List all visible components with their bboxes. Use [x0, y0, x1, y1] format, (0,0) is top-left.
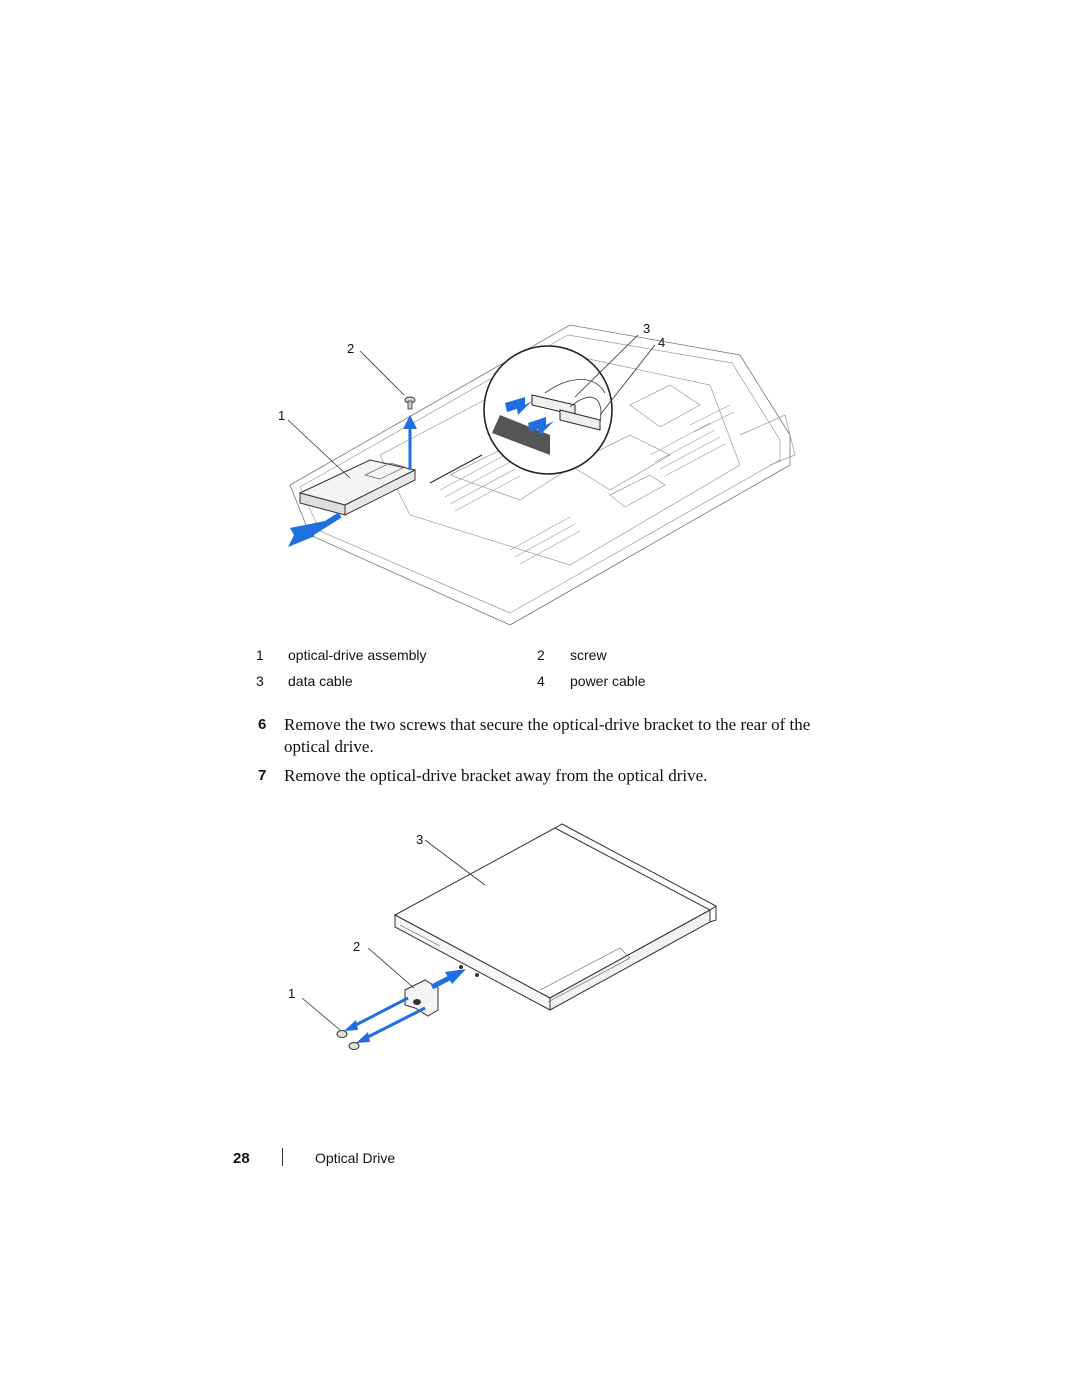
callout-2: 2 [353, 939, 360, 954]
bracket-removal-figure: 3 2 1 [288, 823, 717, 1050]
optical-drive-removal-figure: 2 1 3 4 [278, 321, 796, 626]
arrow-up-icon [403, 415, 417, 470]
step-number: 6 [258, 716, 267, 733]
step-text: Remove the optical-drive bracket away fr… [284, 766, 708, 785]
callout-label: optical-drive assembly [288, 647, 427, 663]
step-text: Remove the two screws that secure the op… [284, 715, 811, 756]
leader-lines [287, 334, 656, 479]
page-number: 28 [233, 1150, 250, 1167]
callout-4: 4 [658, 335, 665, 350]
optical-drive-illustration [393, 823, 717, 1011]
screw-icon [404, 396, 416, 410]
arrow-out-icon [344, 996, 426, 1043]
callout-row: 3 data cable 4 power cable [256, 673, 676, 699]
cable-detail-zoom [429, 345, 613, 484]
callout-number: 4 [537, 673, 545, 689]
callout-1: 1 [278, 408, 285, 423]
arrow-out-icon [288, 512, 342, 547]
callout-label: screw [570, 647, 607, 663]
callout-3: 3 [416, 832, 423, 847]
bracket-illustration [404, 979, 439, 1017]
callout-label: data cable [288, 673, 353, 689]
callout-table: 1 optical-drive assembly 2 screw 3 data … [256, 647, 676, 699]
arrow-in-icon [430, 969, 466, 990]
callout-row: 1 optical-drive assembly 2 screw [256, 647, 676, 673]
step-7: 7 Remove the optical-drive bracket away … [258, 765, 818, 787]
section-title: Optical Drive [315, 1150, 396, 1166]
step-6: 6 Remove the two screws that secure the … [258, 714, 818, 758]
step-number: 7 [258, 767, 267, 784]
callout-2: 2 [347, 341, 354, 356]
optical-drive-assembly [298, 459, 417, 516]
footer-divider [282, 1148, 283, 1166]
callout-number: 3 [256, 673, 264, 689]
callout-1: 1 [288, 986, 295, 1001]
callout-label: power cable [570, 673, 646, 689]
screw-icon [336, 1030, 360, 1050]
callout-number: 2 [537, 647, 545, 663]
leader-lines [301, 839, 486, 1031]
callout-3: 3 [643, 321, 650, 336]
callout-number: 1 [256, 647, 264, 663]
